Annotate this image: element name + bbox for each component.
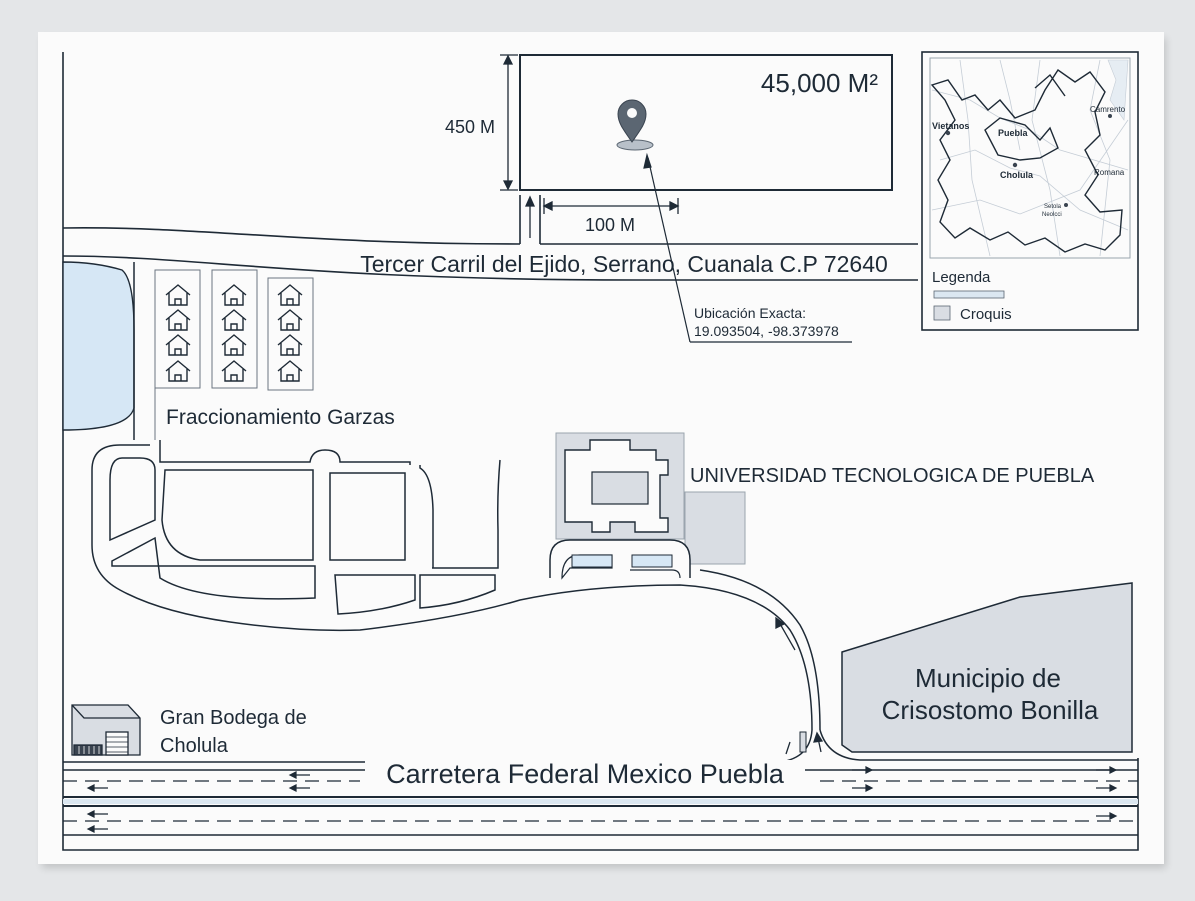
plot-width-label: 100 M (585, 215, 635, 235)
inset-label-cholula: Cholula (1000, 170, 1034, 180)
inset-label-puebla: Puebla (998, 128, 1029, 138)
subdivision-houses (154, 269, 314, 440)
house-icon (165, 360, 191, 382)
subdivision-label: Fraccionamiento Garzas (166, 406, 395, 429)
municipality-label-line1: Municipio de (915, 663, 1061, 693)
municipality-label-line2: Crisostomo Bonilla (882, 695, 1099, 725)
legend-road-swatch (933, 290, 1005, 299)
municipality-area (841, 582, 1133, 753)
house-icon (165, 284, 191, 306)
westbound-arrow-icon (86, 810, 108, 818)
university-campus (549, 432, 746, 580)
house-icon (277, 334, 303, 356)
lake (62, 261, 135, 431)
location-callout-leader (643, 152, 852, 343)
inset-map: Vietanos Puebla Cholula Camrento Romana … (921, 51, 1139, 331)
location-title: Ubicación Exacta: (694, 305, 806, 321)
westbound-arrow-icon (86, 825, 108, 833)
subdivision-streets (63, 262, 1138, 763)
legend-item-croquis: Croquis (960, 306, 1012, 323)
location-pin-icon (616, 99, 654, 151)
house-icon (165, 334, 191, 356)
house-icon (221, 284, 247, 306)
house-icon (277, 360, 303, 382)
tercer-carril-road (62, 195, 918, 281)
house-icon (165, 309, 191, 331)
inset-label-setola: Setola (1044, 204, 1062, 210)
eastbound-arrow-icon (1096, 766, 1118, 774)
house-icon (221, 334, 247, 356)
legend: Legenda Croquis (932, 269, 1012, 323)
inset-label-camrento: Camrento (1090, 105, 1126, 114)
eastbound-arrow-icon (1096, 784, 1118, 792)
plot-height-label: 450 M (445, 117, 495, 137)
westbound-arrow-icon (86, 784, 108, 792)
plot-area-label: 45,000 M² (761, 68, 878, 98)
eastbound-arrow-icon (852, 766, 874, 774)
university-label: UNIVERSIDAD TECNOLOGICA DE PUEBLA (690, 465, 1095, 487)
plot-boundary (519, 54, 893, 191)
location-coordinates: 19.093504, -98.373978 (694, 323, 839, 339)
tercer-carril-label: Tercer Carril del Ejido, Serrano, Cuanal… (360, 251, 888, 277)
warehouse-label-line2: Cholula (160, 735, 229, 757)
house-icon (221, 360, 247, 382)
warehouse-label-line1: Gran Bodega de (160, 707, 307, 729)
width-dimension (542, 198, 680, 214)
inset-label-romana: Romana (1094, 168, 1125, 177)
warehouse-icon (71, 704, 141, 756)
westbound-arrow-icon (288, 784, 310, 792)
house-icon (277, 309, 303, 331)
inset-label-vietanos: Vietanos (932, 121, 969, 131)
legend-title: Legenda (932, 269, 991, 286)
height-dimension (500, 54, 518, 191)
access-road-arrows (775, 616, 824, 755)
house-icon (277, 284, 303, 306)
legend-area-swatch (933, 305, 951, 321)
north-arrow-entry (524, 195, 536, 238)
eastbound-arrow-icon (1096, 812, 1118, 820)
westbound-arrow-icon (288, 771, 310, 779)
house-icon (221, 309, 247, 331)
eastbound-arrow-icon (852, 784, 874, 792)
inset-label-neolcci: Neolcci (1042, 212, 1062, 218)
highway-label: Carretera Federal Mexico Puebla (386, 759, 785, 789)
